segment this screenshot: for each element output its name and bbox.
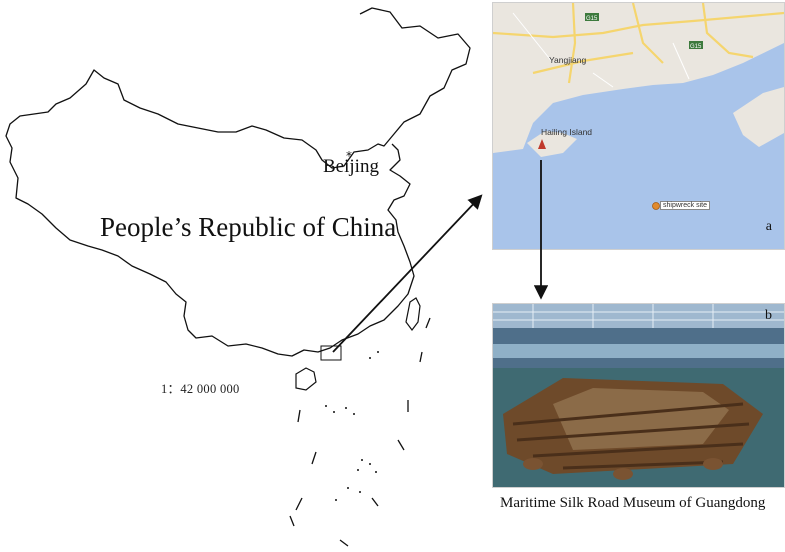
museum-caption: Maritime Silk Road Museum of Guangdong [500, 495, 766, 511]
minor-roads [512, 12, 690, 88]
panel-a-map: G15 G15 Yangjiang Hailing Island shipwre… [492, 2, 785, 250]
road-shield-1 [585, 13, 599, 21]
shipwreck-pin-icon [652, 202, 660, 210]
china-border [5, 7, 471, 357]
road-shield-1-text: G15 [586, 16, 598, 22]
capital-label: Beijing [323, 156, 379, 177]
country-label: People’s Republic of China [100, 212, 397, 242]
scale-label: 1：42 000 000 [161, 382, 240, 396]
shipwreck-site-label: shipwreck site [660, 201, 710, 210]
panel-b-photo: b [492, 303, 785, 488]
wreck-beams [512, 402, 750, 470]
museum-photo [493, 304, 784, 487]
panel-b-letter: b [765, 308, 772, 323]
south-china-sea-islands [325, 351, 379, 501]
map-tiles: G15 G15 [493, 3, 784, 210]
roof-trusses [493, 304, 784, 328]
dashed-maritime-line [289, 317, 431, 547]
town-yangjiang: Yangjiang [549, 55, 587, 65]
road-shield-2 [689, 41, 703, 49]
hailing-pin [538, 139, 546, 149]
town-hailing-island: Hailing Island [541, 127, 593, 137]
hailing-island-land [527, 131, 577, 157]
land-area [493, 3, 784, 153]
water-tanks [523, 458, 723, 480]
china-outline-map: * [5, 7, 471, 547]
road-network [493, 3, 784, 84]
headland [733, 87, 784, 147]
panel-a-letter: a [765, 219, 772, 234]
location-inset-box [320, 345, 342, 361]
hainan-island [295, 367, 317, 391]
road-shield-2-text: G15 [690, 44, 702, 50]
roof [493, 304, 784, 328]
capital-star: * [346, 149, 352, 163]
viewing-gallery [493, 344, 784, 358]
taiwan-island [405, 297, 421, 331]
